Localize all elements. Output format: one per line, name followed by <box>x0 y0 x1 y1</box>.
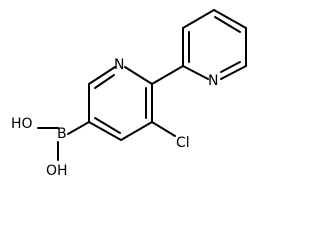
atom-label-oh: OH <box>46 163 68 179</box>
bond-c4-c5-inner <box>94 117 121 134</box>
atom-label-n-left: N <box>114 57 124 73</box>
right-pyridine-ring <box>151 9 247 85</box>
bond-r3-r4 <box>213 9 247 29</box>
bond-c4-c5 <box>88 121 122 141</box>
bond-r2-r3 <box>182 9 215 29</box>
bond-c3-cl <box>151 121 176 137</box>
atom-label-cl: Cl <box>176 135 190 151</box>
bond-r5-n <box>220 65 247 80</box>
bond-c6-n1 <box>88 66 116 85</box>
atom-label-b: B <box>57 126 67 142</box>
bond-c5-b <box>67 121 90 135</box>
bond-ring-link <box>151 65 184 85</box>
bond-n1-c2 <box>124 66 153 85</box>
bond-r5-n-inner <box>220 61 241 73</box>
chemical-structure: N N Cl B HO OH <box>11 9 247 179</box>
atom-label-n-right: N <box>208 73 218 89</box>
left-pyridine-ring <box>88 66 153 141</box>
atom-label-ho: HO <box>11 116 33 132</box>
bond-c6-n1-inner <box>94 74 115 89</box>
bond-n-r1 <box>182 65 209 80</box>
bond-r3-r4-inner <box>214 16 241 33</box>
bond-c3-c4 <box>120 121 153 141</box>
